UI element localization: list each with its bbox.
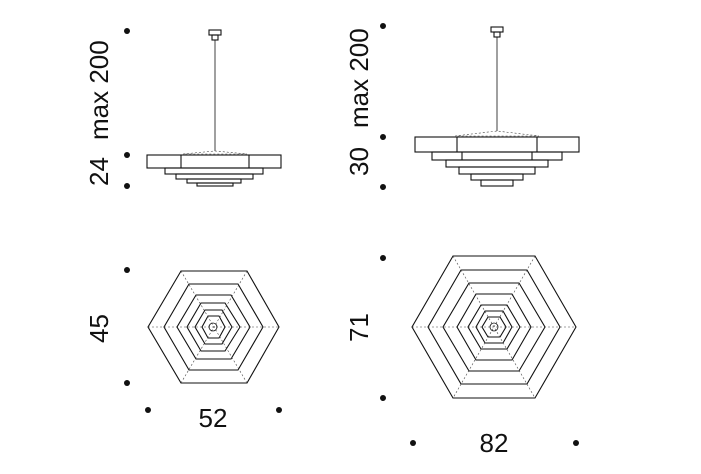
large-lamp-width-label: 82 — [480, 428, 509, 458]
large-lamp-hexagon-rings — [411, 255, 577, 399]
dimension-point — [573, 440, 579, 446]
small-lamp-hexagon-rings — [147, 270, 280, 384]
ceiling-canopy — [208, 29, 222, 36]
dimension-point — [410, 440, 416, 446]
large-lamp-height-label: 30 — [344, 147, 374, 176]
small-lamp-depth-label: 45 — [84, 314, 114, 343]
light-source-center — [208, 322, 218, 332]
small-lamp-height-label: 24 — [84, 157, 114, 186]
small-lamp-drop-label: max 200 — [84, 40, 114, 140]
large-lamp-shade — [414, 130, 580, 187]
ceiling-canopy-stem — [493, 31, 501, 38]
dimension-point — [124, 183, 130, 189]
ceiling-canopy — [490, 26, 504, 33]
small-lamp-top-view: 45 52 — [84, 267, 282, 433]
small-lamp-width-label: 52 — [199, 403, 228, 433]
dimension-point — [380, 134, 386, 140]
dimension-point — [124, 380, 130, 386]
large-lamp-top-view: 71 82 — [344, 255, 579, 458]
dimension-point — [380, 395, 386, 401]
dimension-point — [145, 407, 151, 413]
dimension-point — [380, 23, 386, 29]
dimension-point — [380, 255, 386, 261]
dimension-point — [124, 28, 130, 34]
small-lamp-shade — [146, 150, 282, 187]
light-source-center — [489, 322, 499, 332]
dimension-point — [124, 267, 130, 273]
dimension-point — [276, 407, 282, 413]
large-lamp-drop-label: max 200 — [344, 28, 374, 128]
ceiling-canopy-stem — [211, 34, 219, 41]
dimension-point — [124, 152, 130, 158]
large-lamp-depth-label: 71 — [344, 313, 374, 342]
dimension-point — [380, 184, 386, 190]
large-lamp-side-view: max 200 30 — [344, 23, 580, 190]
small-lamp-side-view: max 200 24 — [84, 28, 282, 189]
